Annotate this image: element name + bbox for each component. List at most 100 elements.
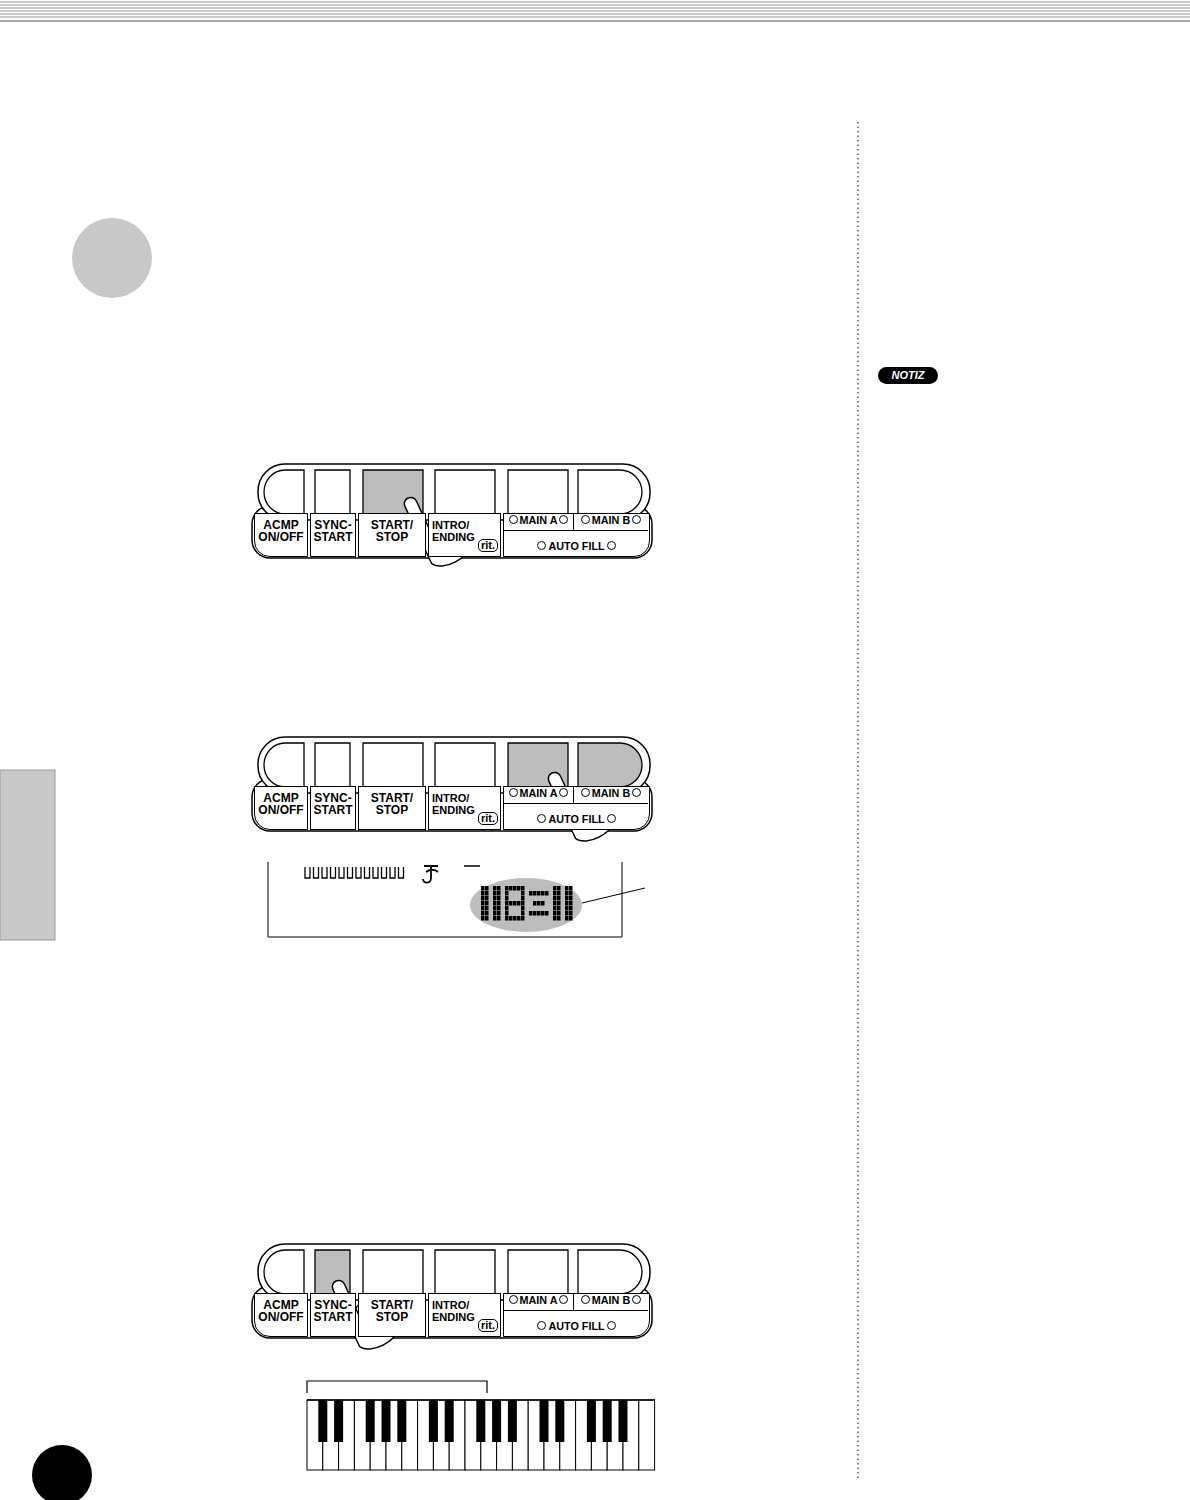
drawing-part [0,11,1190,12]
tick [314,867,319,878]
tick [339,867,344,878]
button-label-cell: MAIN A [504,514,574,531]
dash [464,865,480,867]
button [508,1250,568,1294]
pixel [497,896,501,901]
pixel [481,891,485,896]
drawing-part [0,21,1190,22]
pixel [493,886,497,891]
button-label: START/ STOP [371,519,413,543]
button-label-cell: MAIN B [574,1294,648,1311]
pixel [513,901,517,906]
leader-line [582,888,645,903]
button-row [258,737,650,793]
button-label: MAIN A [504,514,573,526]
button [315,470,350,514]
button-row [258,464,650,520]
pixel [565,896,569,901]
button-label: ACMP ON/OFF [258,792,303,816]
pixel [505,896,509,901]
black-key [366,1400,375,1442]
button-label: INTRO/ ENDING [432,792,475,816]
pixel [565,906,569,911]
pixel [505,906,509,911]
button-label: MAIN B [574,1294,648,1306]
pixel [505,911,509,916]
button-label-cell: MAIN B [574,514,648,531]
pixel [565,886,569,891]
page-number-disc [32,1445,92,1500]
button-label: INTRO/ ENDING [432,1299,475,1323]
black-key [445,1400,454,1442]
panels [252,464,652,1354]
pixel [485,906,489,911]
pixel [493,906,497,911]
pixel [481,906,485,911]
tick [382,867,387,878]
pixel [517,916,521,921]
tick [356,867,361,878]
label-cell: ACMP ON/OFF [254,786,308,830]
highlight [470,878,582,932]
pixel [541,901,545,906]
button-label: AUTO FILL [504,1320,649,1332]
button-label: MAIN A [504,787,573,799]
pixel [533,911,537,916]
label-cell: START/ STOP [358,513,426,557]
pixel [513,886,517,891]
keyboard [307,1400,655,1470]
label-strip [252,779,652,831]
section-tab [0,770,55,940]
pixel [533,891,537,896]
tick [399,867,404,878]
black-key [555,1400,564,1442]
tempo-mark: rit. [478,539,498,552]
pixel [553,916,557,921]
pixel [537,911,541,916]
pixel [521,906,525,911]
note-badge: NOTIZ [878,367,938,384]
pixel [497,916,501,921]
pixel [497,891,501,896]
pixel [497,901,501,906]
beat-ticks [305,867,404,878]
button-label: MAIN B [574,787,648,799]
button [363,743,423,787]
pixel [497,906,501,911]
pixel [557,891,561,896]
pixel [557,901,561,906]
lcd-frame [268,862,622,937]
black-key [334,1400,343,1442]
pixel [569,896,573,901]
pixel [485,886,489,891]
button [435,743,495,787]
pixel [521,916,525,921]
button [363,1250,423,1294]
pixel [485,916,489,921]
pixel [485,896,489,901]
button [435,1250,495,1294]
pixel [553,911,557,916]
tick [305,867,310,878]
pixel [505,886,509,891]
pixel [533,901,537,906]
button-label-cell: MAIN A [504,787,574,804]
pixel [553,906,557,911]
pixel [557,886,561,891]
margin-rule [857,122,859,1480]
pixel [481,916,485,921]
pixel [569,916,573,921]
pixel [541,911,545,916]
note-label: NOTIZ [878,367,938,384]
button-label-cell: MAIN B [574,787,648,804]
label-cell: START/ STOP [358,1293,426,1337]
button-label: START/ STOP [371,1299,413,1323]
pixel [565,901,569,906]
black-key [603,1400,612,1442]
step-circle [72,218,152,298]
drawing-part [0,14,1190,15]
label-cell: INTRO/ ENDINGrit. [428,786,501,830]
pixel [521,901,525,906]
drawing-part [0,2,1190,3]
